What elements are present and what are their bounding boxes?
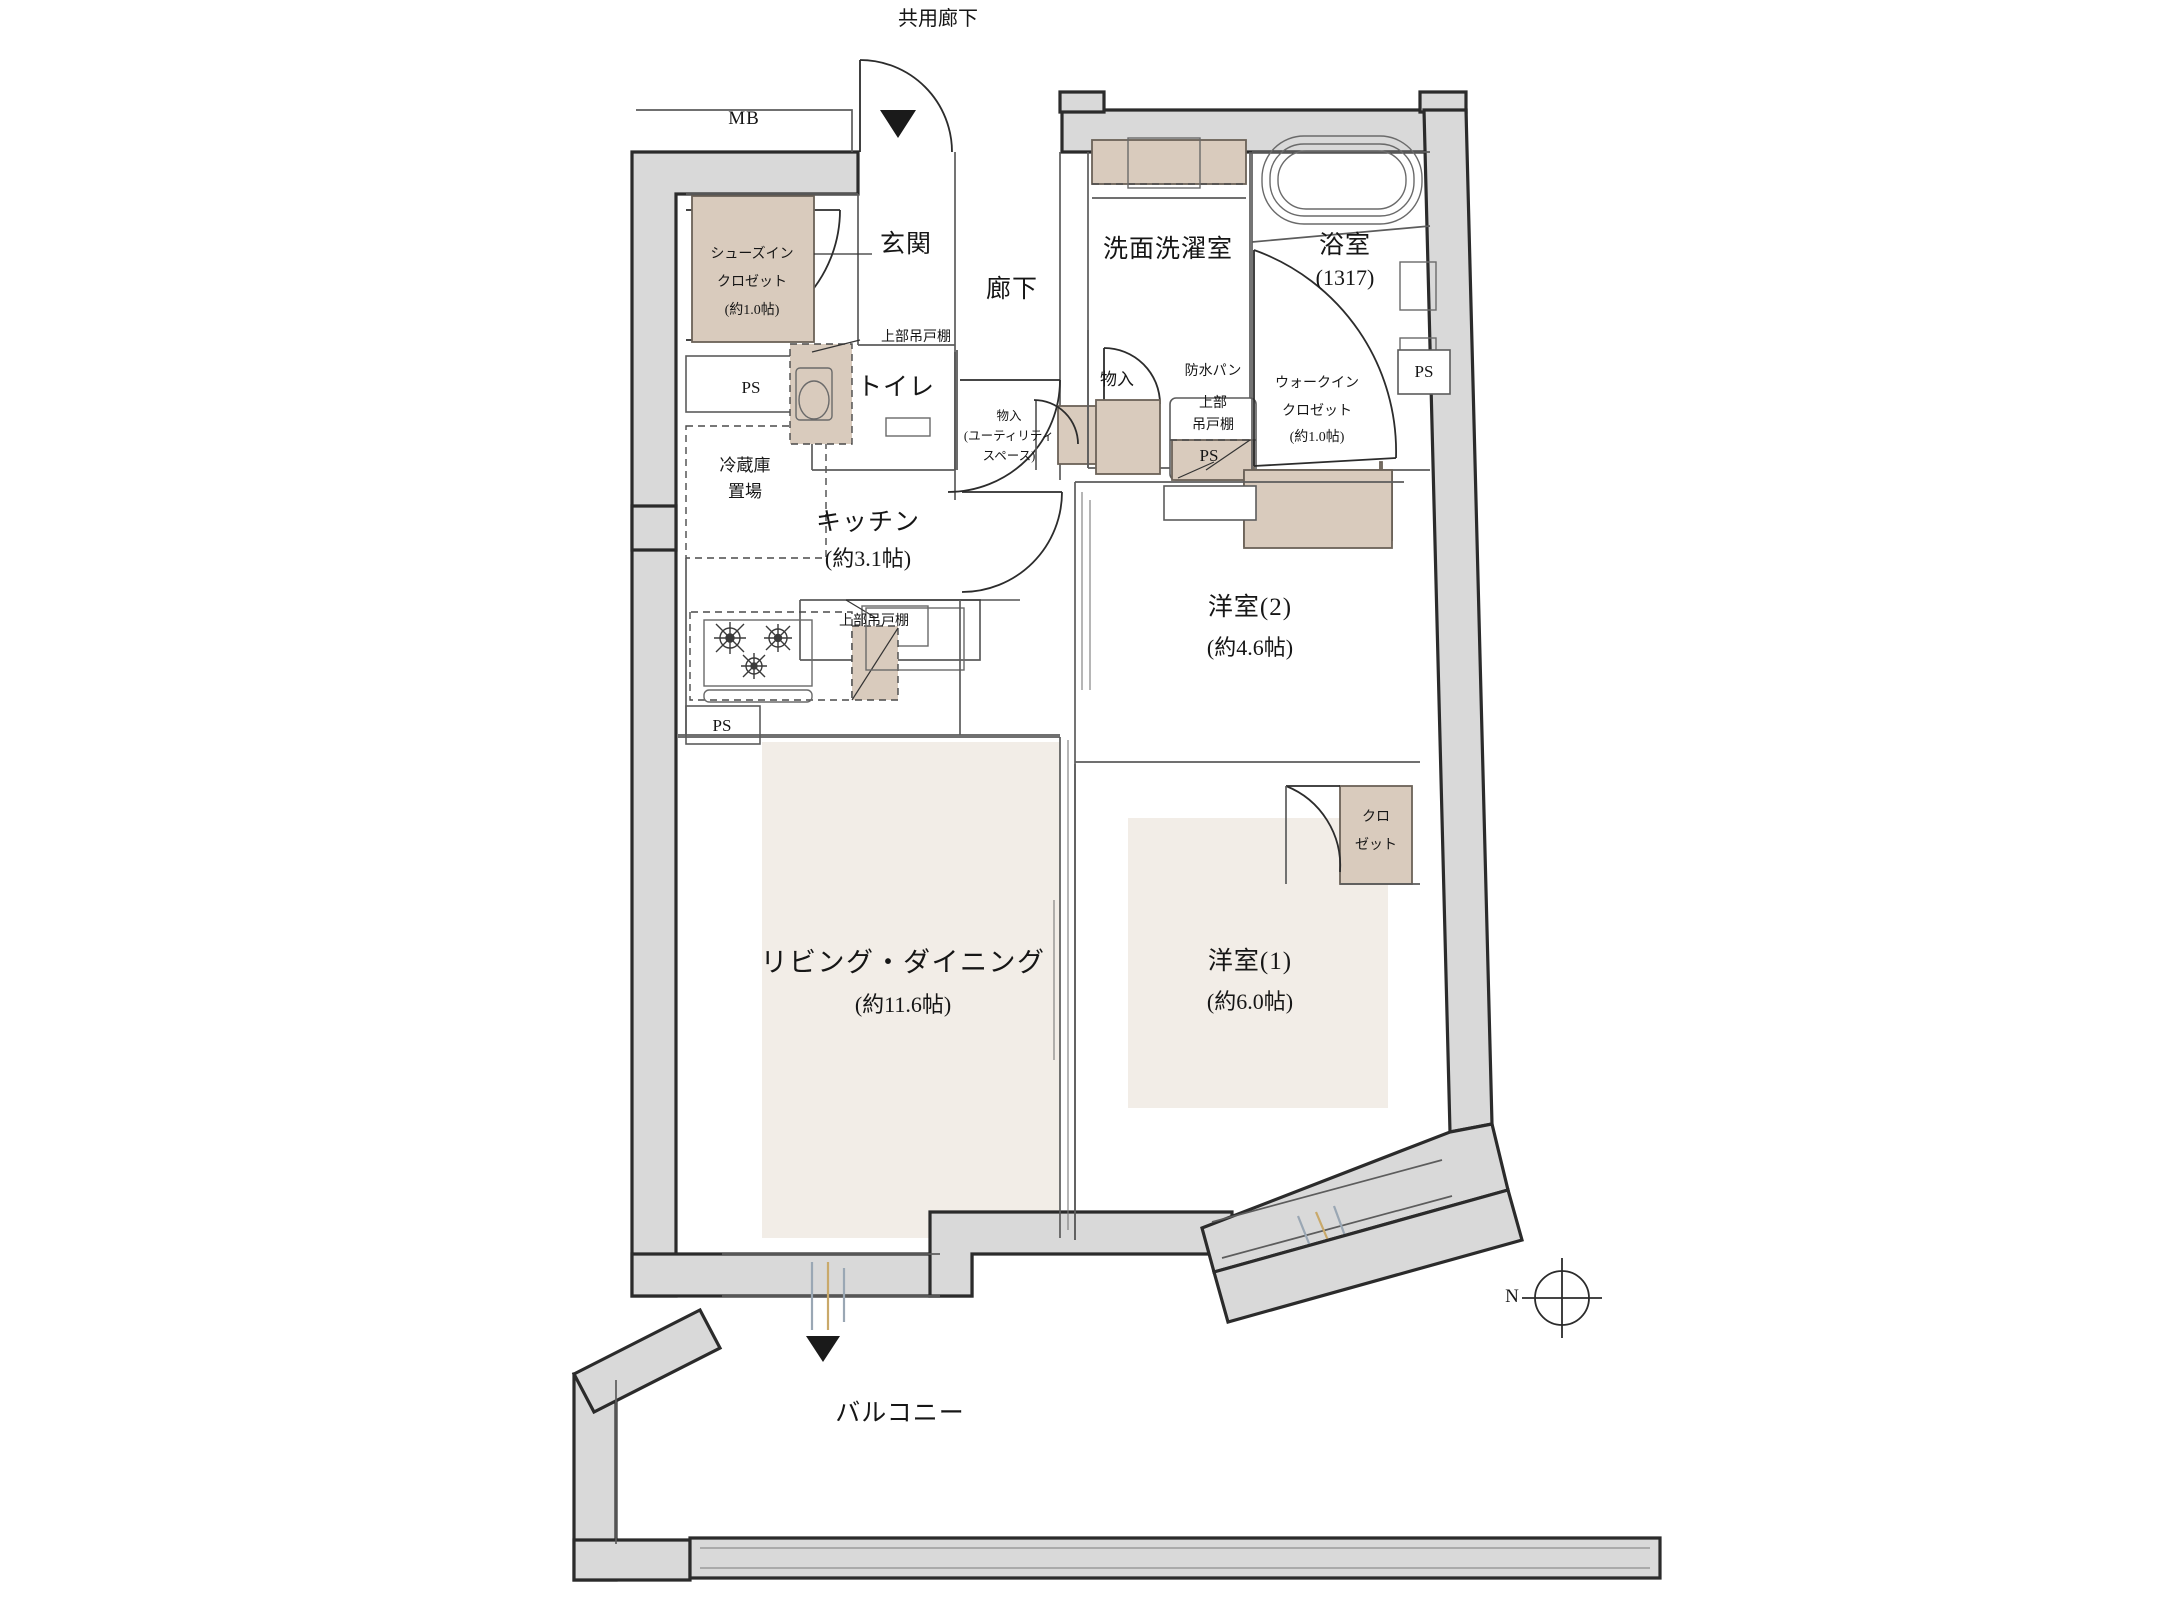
grey-walls xyxy=(571,90,1510,1582)
living-dining xyxy=(678,736,1069,1362)
north-compass xyxy=(1522,1258,1602,1338)
mb-box xyxy=(636,109,853,152)
entry-direction-marker xyxy=(880,110,916,138)
stove-counter xyxy=(689,599,1020,703)
bedroom1-floor xyxy=(1128,818,1388,1108)
toilet-room xyxy=(789,339,958,471)
ps-mid xyxy=(1163,485,1257,521)
toilet-fixture xyxy=(795,367,931,437)
kitchen xyxy=(678,558,1060,736)
balcony xyxy=(615,1188,1662,1580)
washroom xyxy=(1087,137,1251,469)
living-dining-floor xyxy=(762,742,1060,1238)
living-window xyxy=(722,1253,940,1362)
bedroom1-closet xyxy=(1285,785,1413,885)
ps-kitchen-left xyxy=(685,705,761,745)
walk-in-closet xyxy=(1243,461,1393,549)
ps-right-top xyxy=(1397,349,1451,395)
waterproof-pan xyxy=(1169,397,1257,481)
gas-burner-icon xyxy=(714,622,792,679)
floor-tints xyxy=(762,742,1388,1238)
bathtub xyxy=(1261,135,1423,225)
fridge-space xyxy=(685,425,827,559)
ps-boxes xyxy=(685,349,1451,745)
shoes-in-closet xyxy=(691,195,872,343)
storage-washroom xyxy=(1095,399,1161,475)
